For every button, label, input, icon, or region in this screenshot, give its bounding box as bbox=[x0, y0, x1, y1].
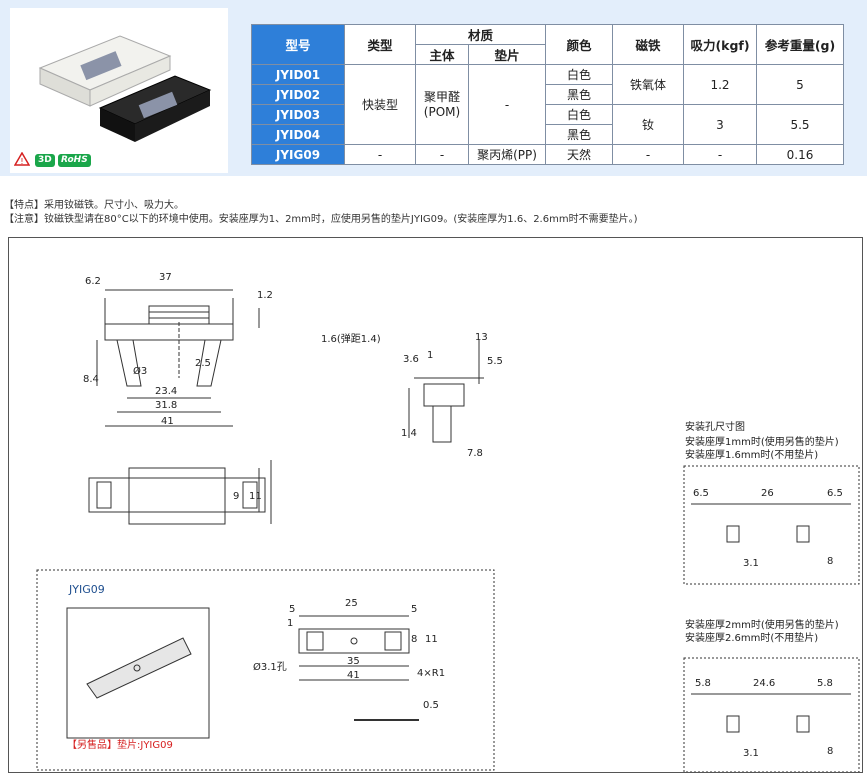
catch-illustration bbox=[38, 35, 212, 142]
model-cell: JYID01 bbox=[251, 64, 345, 85]
mount-case2-dim: 3.1 bbox=[743, 748, 759, 759]
mount-case2-dim: 24.6 bbox=[753, 678, 776, 689]
mount-case1-line1: 安装座厚1mm时(使用另售的垫片) bbox=[685, 437, 839, 448]
color-cell: 黑色 bbox=[545, 124, 613, 145]
model-cell: JYIG09 bbox=[251, 144, 345, 165]
dim-w2: 31.8 bbox=[155, 400, 178, 411]
mount-case2-dim: 8 bbox=[827, 746, 834, 757]
magnet-cell: - bbox=[612, 144, 684, 165]
mount-case2-line1: 安装座厚2mm时(使用另售的垫片) bbox=[685, 620, 839, 631]
type-cell: 快装型 bbox=[344, 64, 416, 145]
warning-icon: ! bbox=[14, 152, 30, 166]
pad-cell: 聚丙烯(PP) bbox=[468, 144, 546, 165]
body-cell: - bbox=[415, 144, 469, 165]
drawing-lines bbox=[36, 289, 860, 773]
mount-case2-dim: 5.8 bbox=[817, 678, 833, 689]
col-weight: 参考重量(g) bbox=[756, 24, 844, 65]
color-cell: 白色 bbox=[545, 64, 613, 85]
col-pad: 垫片 bbox=[468, 44, 546, 65]
dim-w3: 41 bbox=[161, 416, 174, 427]
col-body: 主体 bbox=[415, 44, 469, 65]
color-cell: 黑色 bbox=[545, 84, 613, 105]
pad-dim-t: 0.5 bbox=[423, 700, 439, 711]
model-cell: JYID03 bbox=[251, 104, 345, 125]
technical-drawing: 37 6.2 1.2 8.4 Ø3 2.5 23.4 31.8 41 1.6(弹… bbox=[8, 237, 863, 773]
pad-dim-1: 1 bbox=[287, 618, 294, 629]
col-material: 材质 bbox=[415, 24, 546, 45]
mount-case2-line2: 安装座厚2.6mm时(不用垫片) bbox=[685, 633, 819, 644]
dim-top-width: 37 bbox=[159, 272, 172, 283]
feature-note: 【特点】采用钕磁铁。尺寸小、吸力大。 bbox=[4, 200, 184, 211]
col-color: 颜色 bbox=[545, 24, 613, 65]
pad-dim-11: 11 bbox=[425, 634, 438, 645]
3d-badge: 3D bbox=[35, 154, 55, 167]
rohs-badge: RoHS bbox=[58, 154, 91, 167]
model-cell: JYID04 bbox=[251, 124, 345, 145]
dim-s78: 7.8 bbox=[467, 448, 483, 459]
col-type: 类型 bbox=[344, 24, 416, 65]
product-photo: ! 3D RoHS bbox=[10, 8, 228, 173]
dim-phi3: Ø3 bbox=[133, 366, 148, 377]
weight-cell: 5.5 bbox=[756, 104, 844, 145]
product-header-panel: ! 3D RoHS 型号 类型 材质 颜色 磁铁 吸力(kgf) 参考重量(g)… bbox=[0, 0, 867, 176]
svg-text:!: ! bbox=[20, 157, 23, 166]
pad-dim-r1: 4×R1 bbox=[417, 668, 446, 679]
pad-dim-41: 41 bbox=[347, 670, 360, 681]
dim-s14: 1.4 bbox=[401, 428, 417, 439]
force-cell: - bbox=[683, 144, 757, 165]
magnet-cell: 钕 bbox=[612, 104, 684, 145]
mount-case1-dim: 6.5 bbox=[827, 488, 843, 499]
pad-dim-35: 35 bbox=[347, 656, 360, 667]
force-cell: 1.2 bbox=[683, 64, 757, 105]
dim-left-h: 8.4 bbox=[83, 374, 99, 385]
pad-title: JYIG09 bbox=[69, 583, 105, 596]
pad-dim-5a: 5 bbox=[289, 604, 296, 615]
mount-title: 安装孔尺寸图 bbox=[685, 422, 745, 433]
mount-case1-dim: 8 bbox=[827, 556, 834, 567]
col-force: 吸力(kgf) bbox=[683, 24, 757, 65]
col-magnet: 磁铁 bbox=[612, 24, 684, 65]
dim-spring: 1.6(弹距1.4) bbox=[321, 334, 381, 345]
color-cell: 白色 bbox=[545, 104, 613, 125]
model-cell: JYID02 bbox=[251, 84, 345, 105]
mount-case1-line2: 安装座厚1.6mm时(不用垫片) bbox=[685, 450, 819, 461]
weight-cell: 5 bbox=[756, 64, 844, 105]
magnet-cell: 铁氧体 bbox=[612, 64, 684, 105]
dim-h9: 9 bbox=[233, 491, 240, 502]
mount-case1-dim: 26 bbox=[761, 488, 774, 499]
dim-w1: 23.4 bbox=[155, 386, 178, 397]
body-cell: 聚甲醛 (POM) bbox=[415, 64, 469, 145]
pad-sold-note: 【另售品】垫片:JYIG09 bbox=[67, 740, 173, 751]
pad-dim-5b: 5 bbox=[411, 604, 418, 615]
dim-s55: 5.5 bbox=[487, 356, 503, 367]
mount-case2-dim: 5.8 bbox=[695, 678, 711, 689]
dim-mid-h: 2.5 bbox=[195, 358, 211, 369]
mount-case1-dim: 3.1 bbox=[743, 558, 759, 569]
caution-note: 【注意】钕磁铁型请在80°C以下的环境中使用。安装座厚为1、2mm时，应使用另售… bbox=[4, 214, 638, 225]
color-cell: 天然 bbox=[545, 144, 613, 165]
mount-case1-dim: 6.5 bbox=[693, 488, 709, 499]
pad-dim-8: 8 bbox=[411, 634, 418, 645]
dim-s36: 3.6 bbox=[403, 354, 419, 365]
force-cell: 3 bbox=[683, 104, 757, 145]
pad-dim-25: 25 bbox=[345, 598, 358, 609]
dim-s1: 1 bbox=[427, 350, 434, 361]
type-cell: - bbox=[344, 144, 416, 165]
pad-cell: - bbox=[468, 64, 546, 145]
dim-s13: 13 bbox=[475, 332, 488, 343]
dim-left-top: 6.2 bbox=[85, 276, 101, 287]
dim-right-top: 1.2 bbox=[257, 290, 273, 301]
weight-cell: 0.16 bbox=[756, 144, 844, 165]
col-model: 型号 bbox=[251, 24, 345, 65]
dim-h11: 11 bbox=[249, 491, 262, 502]
pad-dim-hole: Ø3.1孔 bbox=[253, 662, 287, 673]
spec-table: 型号 类型 材质 颜色 磁铁 吸力(kgf) 参考重量(g) 主体 垫片 JYI… bbox=[251, 24, 844, 165]
